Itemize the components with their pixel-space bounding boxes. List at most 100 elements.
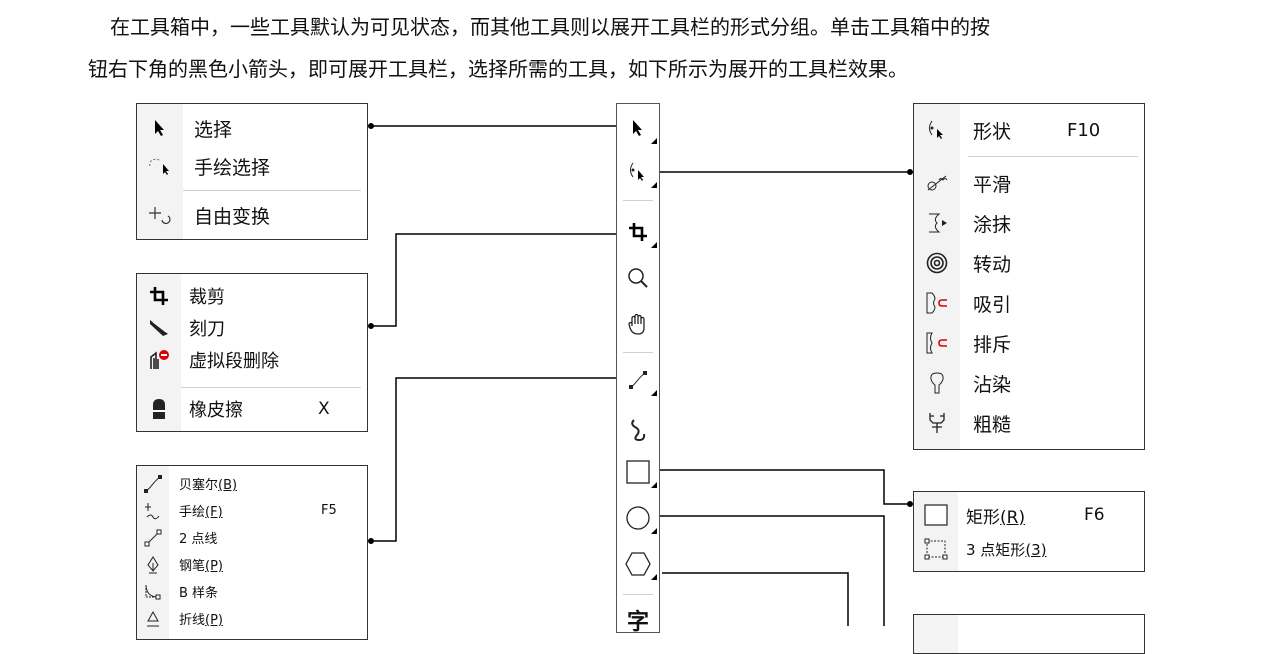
text-tool-glyph: 字 (626, 610, 649, 635)
crop-tool-button[interactable] (617, 212, 659, 252)
smooth-icon (914, 174, 960, 192)
rectangle-flyout: 矩形(R) F6 3 点矩形(3) (913, 491, 1145, 572)
freehand-pick-icon (137, 156, 183, 176)
menu-item-two-point-line[interactable]: 2 点线 (137, 524, 367, 551)
menu-item-shortcut: X (318, 399, 330, 419)
menu-item-b-spline[interactable]: B 样条 (137, 578, 367, 605)
shape-tool-button[interactable] (617, 152, 659, 192)
menu-item-label: 粗糙 (973, 413, 1012, 436)
menu-item-label: 折线(P) (179, 613, 223, 628)
menu-item-label: 沾染 (973, 373, 1012, 396)
bezier-icon (629, 371, 647, 389)
rectangle-icon (914, 504, 958, 526)
menu-item-label: 橡皮擦 (189, 400, 243, 421)
menu-item-label: 贝塞尔(B) (179, 478, 238, 493)
shape-icon (914, 120, 960, 140)
menu-item-label: 吸引 (973, 293, 1012, 316)
menu-item-freehand-pick[interactable]: 手绘选择 (137, 148, 367, 184)
knife-icon (137, 318, 181, 338)
polyline-icon (137, 610, 169, 628)
menu-item-roughen[interactable]: 粗糙 (914, 403, 1144, 443)
pick-flyout: 选择 手绘选择 自由变换 (136, 103, 368, 240)
menu-item-smooth[interactable]: 平滑 (914, 163, 1144, 203)
menu-item-knife[interactable]: 刻刀 (137, 312, 367, 344)
menu-item-twirl[interactable]: 转动 (914, 243, 1144, 283)
paragraph-line-2: 钮右下角的黑色小箭头，即可展开工具栏，选择所需的工具，如下所示为展开的工具栏效果… (88, 57, 908, 81)
text-tool-button[interactable]: 字 (617, 600, 659, 640)
menu-item-attract[interactable]: 吸引 (914, 283, 1144, 323)
pick-arrow-icon (633, 120, 642, 136)
attract-icon (914, 292, 960, 314)
menu-item-polyline[interactable]: 折线(P) (137, 605, 367, 632)
pan-tool-button[interactable] (617, 304, 659, 344)
repel-icon (914, 332, 960, 354)
freehand-icon (137, 502, 169, 520)
menu-item-label: 矩形(R) (966, 507, 1026, 528)
artistic-media-tool-button[interactable] (617, 410, 659, 450)
rectangle-tool-button[interactable] (617, 452, 659, 492)
menu-item-label: 选择 (194, 118, 233, 141)
menu-item-shortcut: F6 (1084, 505, 1105, 525)
bezier-icon (137, 474, 169, 493)
menu-item-label: 自由变换 (194, 205, 271, 228)
pen-icon (137, 555, 169, 574)
menu-item-label: 2 点线 (179, 532, 218, 547)
menu-item-smudge[interactable]: 沾染 (914, 363, 1144, 403)
crop-icon (137, 286, 181, 306)
rectangle-icon (626, 460, 650, 484)
zoom-tool-button[interactable] (617, 258, 659, 298)
menu-item-smear[interactable]: 涂抹 (914, 203, 1144, 243)
two-point-line-icon (137, 529, 169, 547)
menu-item-repel[interactable]: 排斥 (914, 323, 1144, 363)
menu-item-label: 形状 (973, 120, 1012, 143)
zoom-icon (628, 268, 648, 288)
menu-item-pen[interactable]: 钢笔(P) (137, 551, 367, 578)
menu-item-label: B 样条 (179, 586, 219, 601)
crop-icon (629, 223, 647, 241)
menu-item-pick[interactable]: 选择 (137, 108, 367, 148)
ellipse-flyout-partial (913, 614, 1145, 654)
connector-lines (368, 123, 913, 626)
pick-arrow-icon (137, 119, 183, 137)
menu-item-label: 平滑 (973, 173, 1012, 196)
smear-icon (914, 213, 960, 233)
menu-item-eraser[interactable]: 橡皮擦 X (137, 393, 367, 425)
menu-item-label: 转动 (973, 253, 1012, 276)
curve-tool-button[interactable] (617, 360, 659, 400)
menu-item-shortcut: F10 (1067, 119, 1101, 141)
menu-item-shortcut: F5 (321, 503, 337, 518)
menu-item-label: 裁剪 (189, 287, 225, 308)
roughen-icon (914, 412, 960, 434)
menu-item-bezier[interactable]: 贝塞尔(B) (137, 470, 367, 497)
menu-item-label: 手绘(F) (179, 505, 223, 520)
shape-flyout: 形状 F10 平滑 涂抹 转动 吸引 排斥 沾染 (913, 103, 1145, 450)
polygon-tool-button[interactable] (617, 544, 659, 584)
menu-item-label: 虚拟段删除 (189, 351, 279, 372)
menu-item-shape[interactable]: 形状 F10 (914, 110, 1144, 150)
crop-flyout: 裁剪 刻刀 虚拟段删除 橡皮擦 X (136, 273, 368, 432)
eraser-icon (137, 398, 181, 420)
twirl-icon (914, 252, 960, 274)
menu-item-freehand[interactable]: 手绘(F) F5 (137, 497, 367, 524)
menu-item-virtual-segment-delete[interactable]: 虚拟段删除 (137, 344, 367, 376)
ellipse-icon (626, 506, 650, 530)
free-transform-icon (137, 205, 183, 225)
menu-item-rectangle[interactable]: 矩形(R) F6 (914, 498, 1144, 532)
pan-hand-icon (628, 313, 645, 335)
polygon-icon (625, 552, 651, 576)
paragraph-line-1: 在工具箱中，一些工具默认为可见状态，而其他工具则以展开工具栏的形式分组。单击工具… (110, 15, 990, 39)
pick-tool-button[interactable] (617, 108, 659, 148)
toolbox: 字 (616, 103, 660, 635)
menu-item-free-transform[interactable]: 自由变换 (137, 195, 367, 235)
menu-item-label: 刻刀 (189, 319, 225, 340)
body-paragraph: 在工具箱中，一些工具默认为可见状态，而其他工具则以展开工具栏的形式分组。单击工具… (88, 6, 1198, 90)
menu-item-crop[interactable]: 裁剪 (137, 280, 367, 312)
menu-item-three-point-rectangle[interactable]: 3 点矩形(3) (914, 532, 1144, 566)
menu-item-label: 3 点矩形(3) (966, 540, 1047, 559)
ellipse-tool-button[interactable] (617, 498, 659, 538)
menu-item-label: 排斥 (973, 333, 1012, 356)
curve-flyout: 贝塞尔(B) 手绘(F) F5 2 点线 钢笔(P) B 样条 折线(P) (136, 465, 368, 640)
artistic-media-icon (631, 419, 646, 442)
three-point-rectangle-icon (914, 538, 958, 560)
b-spline-icon (137, 583, 169, 601)
